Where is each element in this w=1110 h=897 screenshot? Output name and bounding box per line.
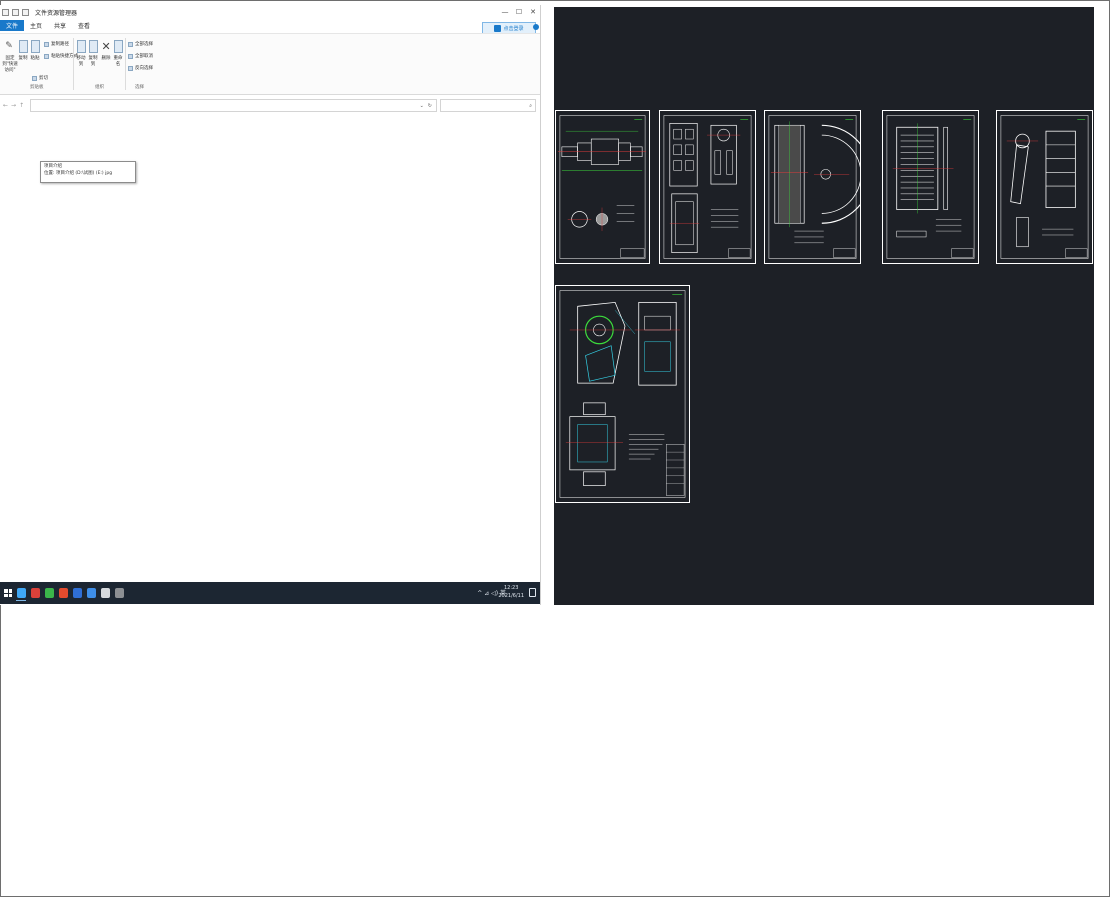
taskbar-app-blue-2-icon[interactable] (84, 585, 98, 601)
taskbar: ^ ⊿ ◁) 英 12:23 2021/6/11 (0, 582, 540, 604)
system-tray[interactable]: ^ ⊿ ◁) 英 (477, 590, 506, 597)
pin-icon: ✎ (5, 41, 13, 51)
window-title: 文件资源管理器 (35, 9, 78, 17)
taskbar-file-explorer-icon[interactable] (14, 585, 28, 601)
taskbar-app-green-icon[interactable] (42, 585, 56, 601)
paste-icon (30, 40, 40, 53)
paste-shortcut-icon (44, 53, 49, 59)
ribbon-separator (73, 38, 74, 90)
select-none-icon (128, 53, 133, 59)
pin-quick-access-button[interactable]: ✎ 固定到"快速访问" (2, 40, 18, 73)
taskbar-app-red-2-icon[interactable] (56, 585, 70, 601)
move-to-icon (76, 40, 86, 53)
copy-to-icon (88, 40, 98, 53)
refresh-icon[interactable]: ↻ (427, 102, 432, 109)
select-all-icon (128, 41, 133, 47)
paste-shortcut-button[interactable]: 粘贴快捷方式 (44, 53, 78, 59)
clock-date: 2021/6/11 (498, 593, 524, 599)
address-bar[interactable]: ⌄ ↻ (30, 99, 437, 112)
delete-x-icon: ✕ (101, 40, 111, 53)
chevron-down-icon[interactable]: ⌄ (419, 102, 424, 109)
notification-icon[interactable] (529, 588, 536, 597)
ribbon-toolbar: ✎ 固定到"快速访问" 复制 粘贴 复制路径 粘贴快捷方式 剪切 剪贴板 移动到… (0, 33, 540, 95)
close-button[interactable]: ✕ (530, 8, 536, 16)
select-none-button[interactable]: 全部取消 (128, 53, 153, 59)
search-box[interactable]: ⌕ (440, 99, 536, 112)
copy-button[interactable]: 复制 (18, 40, 28, 61)
invert-selection-icon (128, 65, 133, 71)
drawing-sheet-assembly[interactable] (555, 285, 690, 503)
copy-icon (18, 40, 28, 53)
cut-button[interactable]: 剪切 (32, 75, 48, 81)
rename-button[interactable]: 重命名 (113, 40, 123, 67)
properties-icon[interactable] (12, 8, 19, 16)
clock-time: 12:23 (503, 585, 519, 591)
up-arrow-icon[interactable]: ↑ (19, 102, 25, 109)
windows-start-icon[interactable] (4, 589, 12, 597)
move-to-button[interactable]: 移动到 (76, 40, 86, 67)
ribbon-separator (125, 38, 126, 90)
scissors-icon (32, 75, 37, 81)
tooltip-title: 项目介绍 (44, 164, 62, 169)
tooltip-location: 位置: 项目介绍 (D:\试图) (E:) jpg (44, 170, 113, 176)
drawing-sheet-rocker[interactable] (996, 110, 1093, 264)
tab-file[interactable]: 文件 (0, 20, 25, 31)
select-all-button[interactable]: 全部选择 (128, 41, 153, 47)
copy-path-icon (44, 41, 49, 47)
tab-share[interactable]: 共享 (54, 23, 67, 30)
taskbar-app-white-icon[interactable] (98, 585, 112, 601)
invert-selection-button[interactable]: 反向选择 (128, 65, 153, 71)
back-arrow-icon[interactable]: ← (3, 102, 9, 109)
file-explorer-window: 文件资源管理器 — ☐ ✕ 文件 主页 共享 查看 点击登录 ✎ 固定到"快速访… (0, 5, 541, 605)
clock[interactable]: 12:23 2021/6/11 (498, 584, 524, 600)
forward-arrow-icon[interactable]: → (11, 102, 17, 109)
copy-label: 复制 (18, 56, 28, 61)
drawing-sheet-plate[interactable] (882, 110, 979, 264)
rename-icon (113, 40, 123, 53)
taskbar-app-red-icon[interactable] (28, 585, 42, 601)
search-icon: ⌕ (529, 102, 532, 109)
new-folder-icon[interactable] (22, 8, 29, 16)
copy-to-button[interactable]: 复制到 (88, 40, 98, 67)
delete-button[interactable]: ✕ 删除 (101, 40, 111, 61)
login-label: 点击登录 (503, 25, 524, 32)
pin-label: 固定到"快速访问" (2, 56, 18, 73)
tab-home[interactable]: 主页 (30, 23, 43, 30)
organize-group-label: 组织 (95, 85, 104, 90)
quick-access-icon[interactable] (2, 8, 9, 16)
address-row: ← → ↑ ⌄ ↻ ⌕ (0, 98, 540, 114)
taskbar-app-blue-icon[interactable] (70, 585, 84, 601)
select-group-label: 选择 (135, 85, 144, 90)
paste-label: 粘贴 (30, 56, 40, 61)
drawing-sheet-frame[interactable] (659, 110, 756, 264)
maximize-button[interactable]: ☐ (515, 8, 523, 16)
drawing-sheet-shaft[interactable] (555, 110, 650, 264)
tab-view[interactable]: 查看 (78, 23, 91, 30)
minimize-button[interactable]: — (501, 8, 509, 16)
clipboard-group-label: 剪贴板 (30, 85, 44, 90)
title-bar: 文件资源管理器 — ☐ ✕ (0, 5, 540, 19)
cad-drawing-preview (554, 7, 1094, 605)
help-icon[interactable] (533, 24, 539, 30)
drawing-sheet-wheel[interactable] (764, 110, 861, 264)
copy-path-button[interactable]: 复制路径 (44, 41, 69, 47)
paste-button[interactable]: 粘贴 (30, 40, 40, 61)
ribbon-tabs: 文件 主页 共享 查看 (0, 20, 540, 31)
lock-icon (494, 24, 502, 32)
navigation-buttons: ← → ↑ (3, 102, 24, 109)
taskbar-app-grey-icon[interactable] (112, 585, 126, 601)
tooltip: 项目介绍 位置: 项目介绍 (D:\试图) (E:) jpg (40, 161, 136, 183)
